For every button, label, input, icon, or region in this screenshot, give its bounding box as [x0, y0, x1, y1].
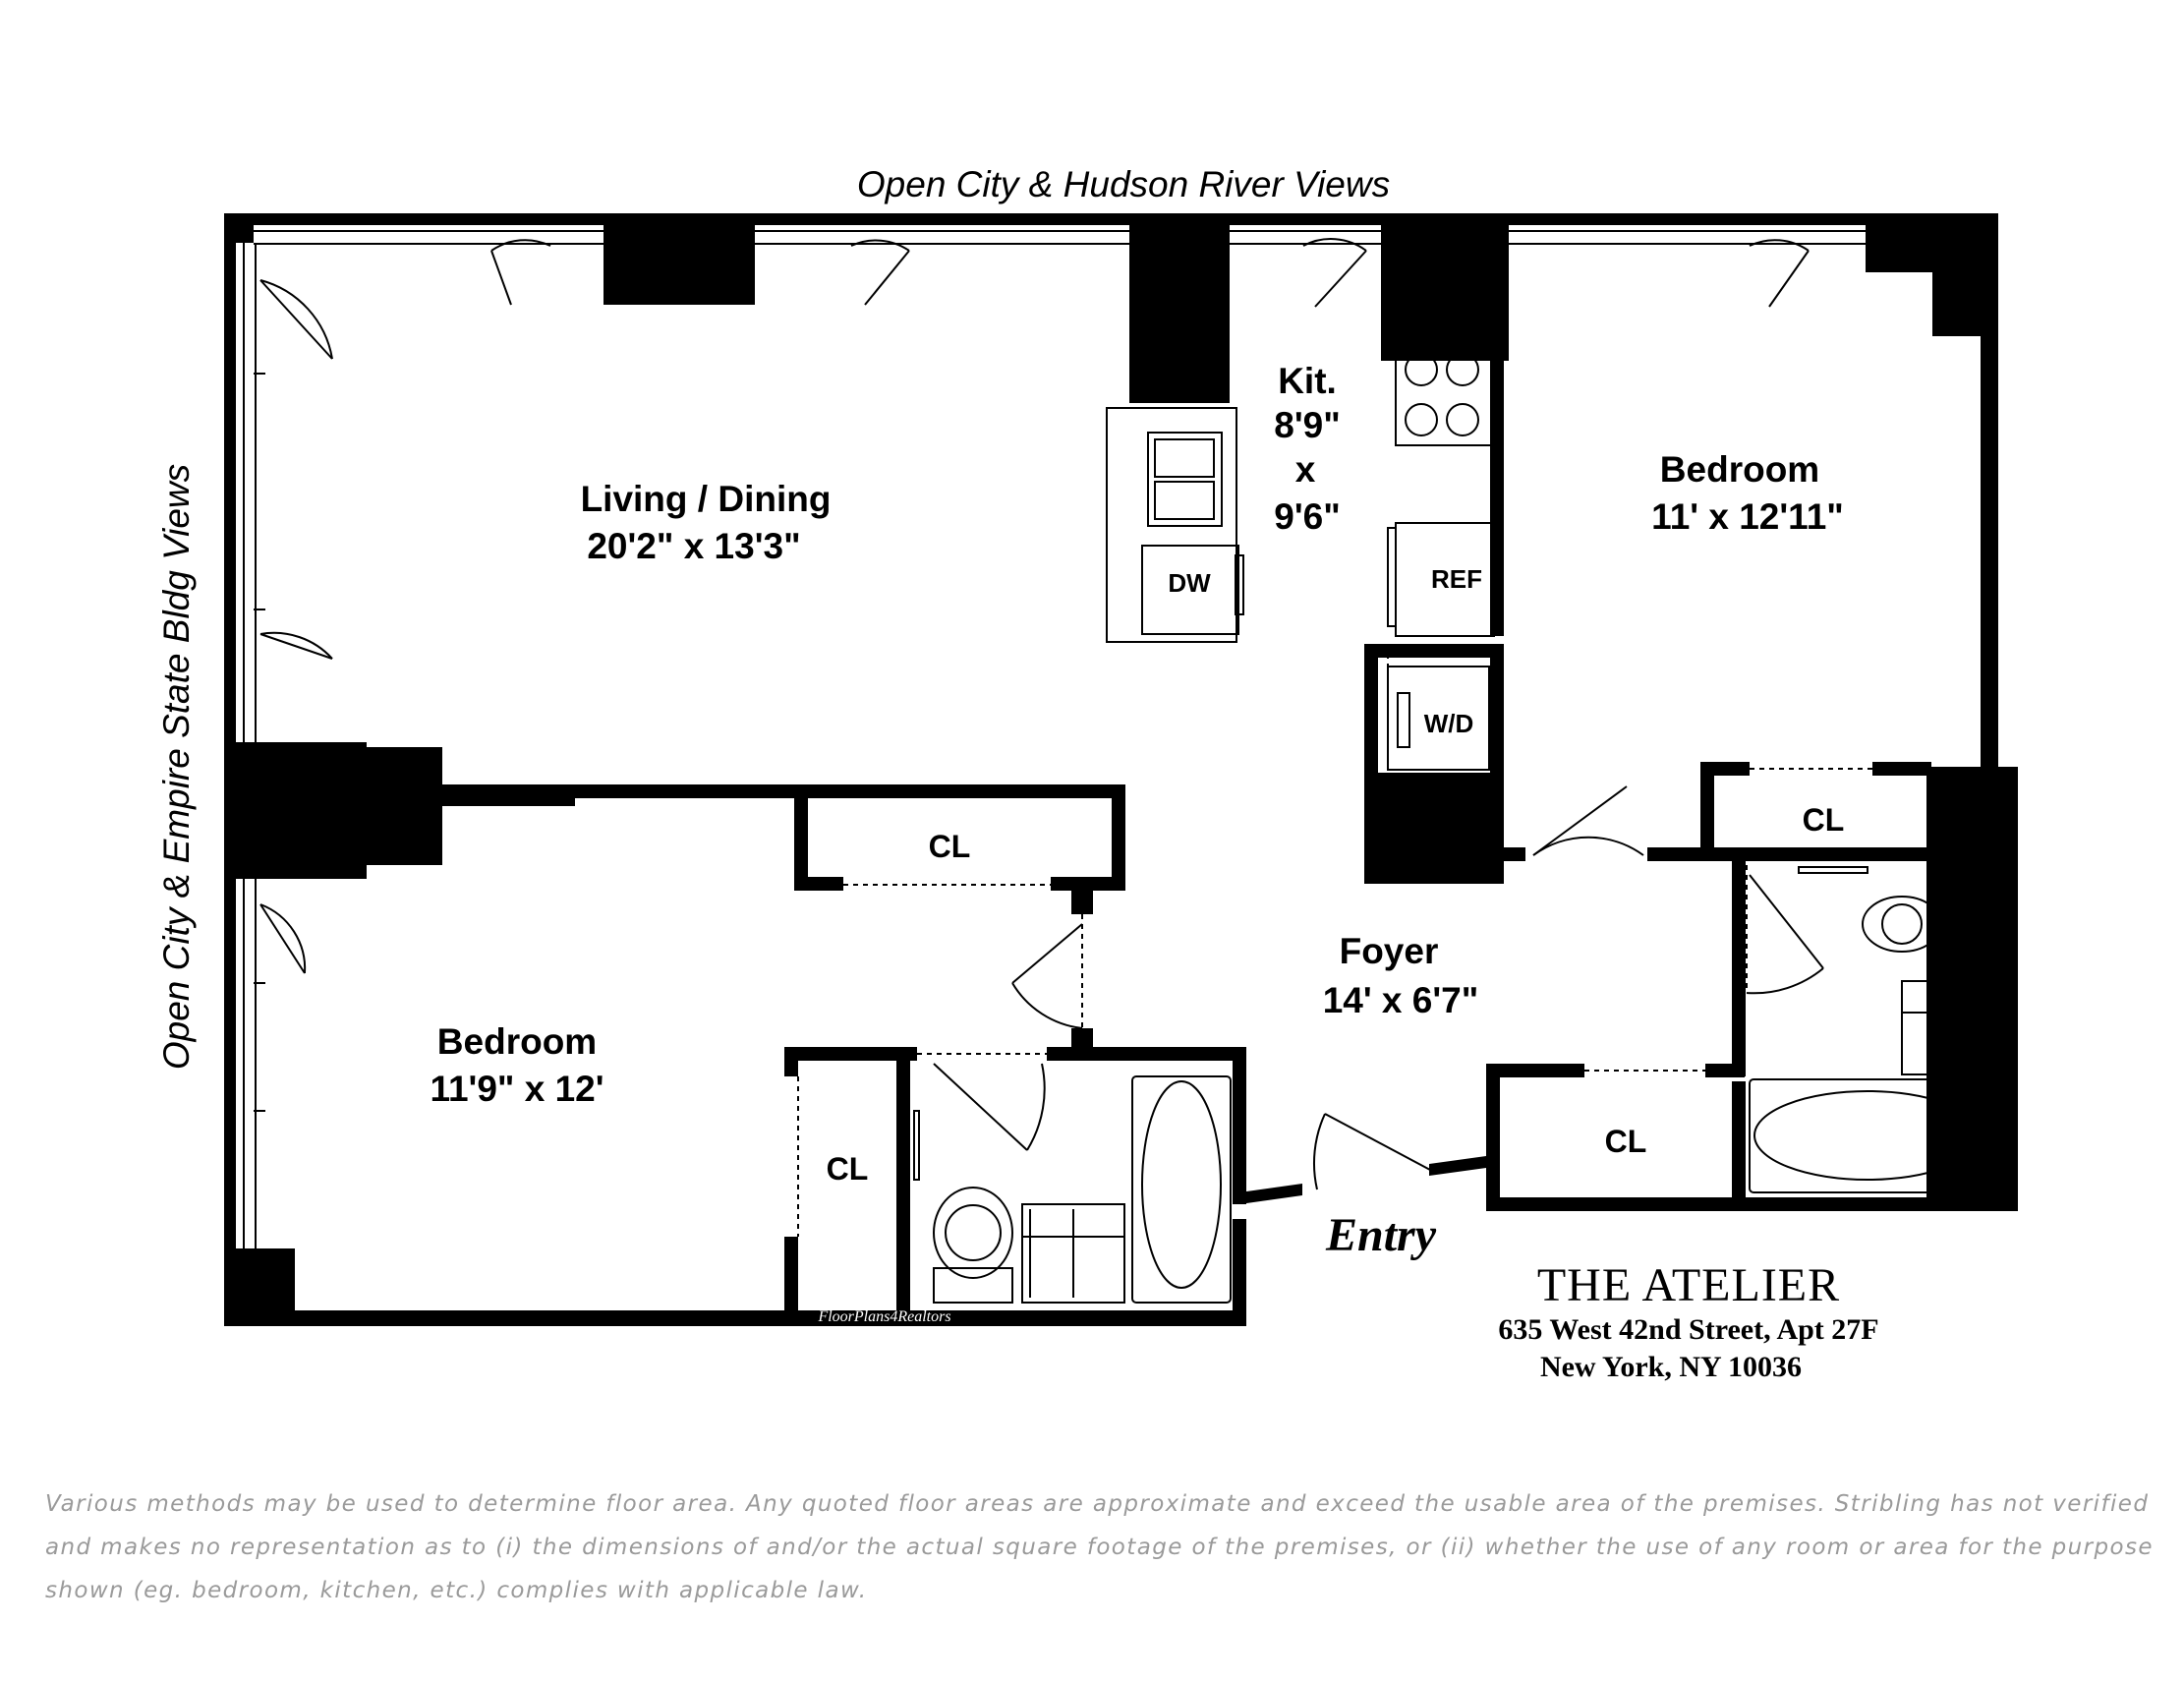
entry-label: Entry [1325, 1209, 1437, 1261]
kitchen-fixtures [1106, 343, 1495, 771]
closet-entry: CL [1605, 1124, 1647, 1159]
bedroom-left-dims: 11'9" x 12' [430, 1069, 603, 1109]
building-address-line2: New York, NY 10036 [1540, 1351, 1802, 1383]
left-view-label: Open City & Empire State Bldg Views [156, 464, 197, 1070]
bedroom-right-name: Bedroom [1660, 449, 1819, 490]
closet-right: CL [1803, 802, 1845, 838]
bedroom-right-dims: 11' x 12'11" [1651, 496, 1844, 537]
foyer-name: Foyer [1340, 931, 1439, 971]
left-bath-fixtures [913, 1075, 1232, 1304]
window-mullions [254, 373, 265, 1112]
building-address-line1: 635 West 42nd Street, Apt 27F [1498, 1313, 1878, 1346]
living-room-dims: 20'2" x 13'3" [587, 526, 800, 566]
credit-text: FloorPlans4Realtors [817, 1308, 950, 1325]
kitchen-dim-x: x [1295, 449, 1316, 490]
bedroom-left-name: Bedroom [437, 1021, 597, 1062]
foyer-dims: 14' x 6'7" [1323, 980, 1479, 1020]
refrigerator-label: REF [1431, 564, 1482, 594]
closet-left-bath: CL [827, 1151, 869, 1187]
disclaimer: Various methods may be used to determine… [45, 1491, 2154, 1603]
living-room-name: Living / Dining [581, 479, 832, 519]
top-view-label: Open City & Hudson River Views [857, 164, 1390, 204]
kitchen-dim-b: 9'6" [1274, 496, 1341, 537]
door-swings [259, 238, 1824, 1190]
right-bath-fixtures [1749, 866, 1996, 1193]
dashed-openings [797, 649, 1872, 1237]
closet-upper-left: CL [929, 829, 971, 864]
kitchen-name: Kit. [1278, 361, 1337, 401]
kitchen-dim-a: 8'9" [1274, 405, 1341, 445]
building-name: THE ATELIER [1537, 1259, 1840, 1311]
washer-dryer-label: W/D [1424, 709, 1474, 738]
walls [224, 213, 2018, 1326]
dishwasher-label: DW [1168, 568, 1211, 598]
